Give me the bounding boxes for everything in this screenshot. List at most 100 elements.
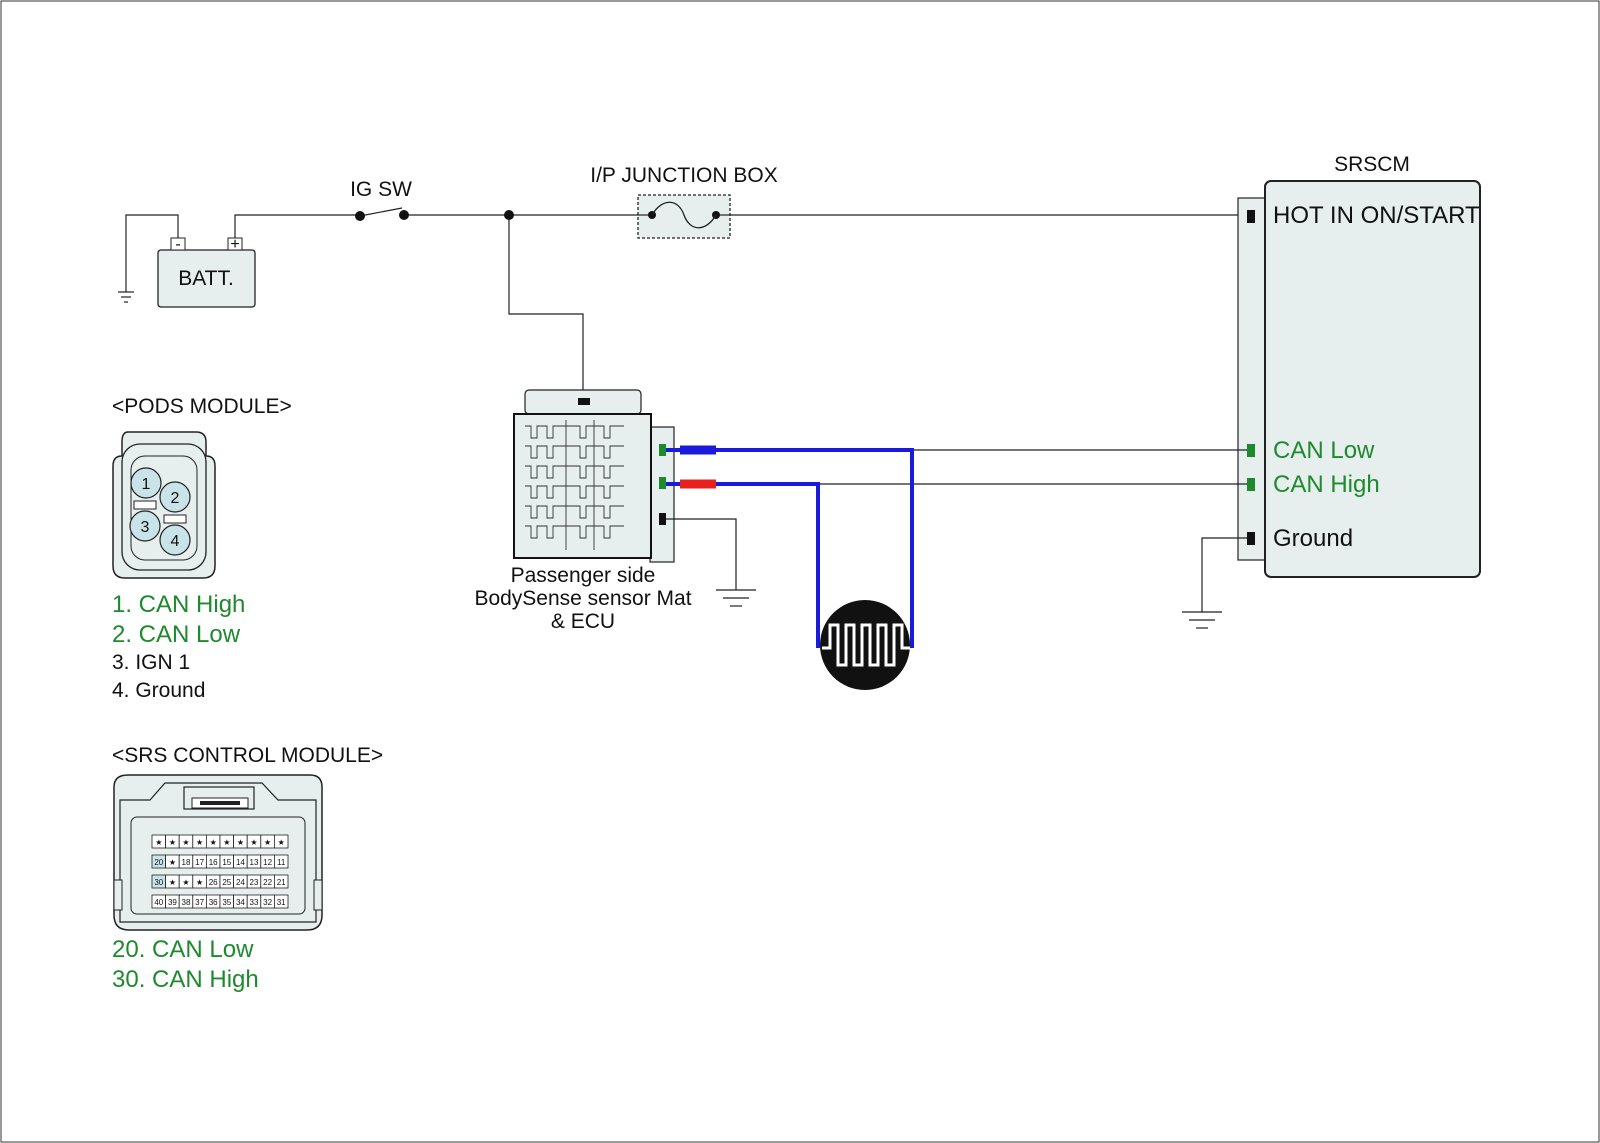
- srs-pin-label: ★: [237, 838, 244, 847]
- srscm-module: SRSCM HOT IN ON/START CAN Low CAN High G…: [1237, 153, 1481, 578]
- srscm-pin-label-can-high: CAN High: [1273, 471, 1380, 498]
- srs-pin-label: 13: [250, 858, 259, 867]
- srscm-pin-label-can-low: CAN Low: [1273, 437, 1375, 464]
- srs-pin-label: 34: [236, 898, 245, 907]
- srs-pin-label: 18: [182, 858, 191, 867]
- srs-pin-label: ★: [155, 838, 162, 847]
- srs-pin-label: 37: [195, 898, 204, 907]
- ip-junction-box: I/P JUNCTION BOX: [590, 164, 778, 239]
- srs-pin-label: 38: [182, 898, 191, 907]
- pin-can-high: [1247, 478, 1255, 491]
- ecu-label-line3: & ECU: [551, 610, 615, 633]
- pin-can-low: [1247, 444, 1255, 457]
- pods-pin-3-label: 3: [141, 519, 150, 536]
- srs-pin-label: 36: [209, 898, 218, 907]
- srs-pin-label: 14: [236, 858, 245, 867]
- fuse-icon: [651, 201, 717, 229]
- srscm-ground-wire: [1182, 537, 1247, 629]
- pods-pin-1: [130, 467, 162, 499]
- battery-ground-wire: [118, 214, 179, 303]
- srs-pin-label: 11: [277, 858, 286, 867]
- srs-pin-label: ★: [169, 878, 176, 887]
- srs-pin-label: ★: [182, 878, 189, 887]
- ecu-label-line1: Passenger side: [511, 564, 656, 587]
- srs-pin-label: 31: [277, 898, 286, 907]
- srscm-label: SRSCM: [1334, 153, 1410, 176]
- srs-pin-label: 12: [263, 858, 272, 867]
- sensor-mat-icon: [820, 600, 910, 690]
- pods-legend-item: 4. Ground: [112, 679, 205, 702]
- sensor-mat-pattern: [525, 420, 624, 550]
- srs-pin-label: 32: [263, 898, 272, 907]
- pods-pin-4-label: 4: [171, 533, 180, 550]
- srscm-pin-label-hot-in: HOT IN ON/START: [1273, 202, 1480, 229]
- srs-pin-label: 33: [250, 898, 259, 907]
- srs-pin-label: 39: [168, 898, 177, 907]
- ecu-can-low-pin: [659, 444, 666, 456]
- srs-pin-label: 24: [236, 878, 245, 887]
- srs-pin-cell: [273, 894, 289, 909]
- battery-minus-label: -: [175, 236, 180, 253]
- pin-hot-in: [1247, 210, 1255, 223]
- power-line: [234, 207, 1250, 399]
- pods-pin-1-label: 1: [142, 476, 151, 493]
- srs-pin-label: ★: [169, 838, 176, 847]
- srs-pin-cell: [273, 854, 289, 869]
- sensor-mat-loop: [666, 445, 914, 648]
- pin-ground: [1247, 532, 1255, 545]
- srs-pin-label: 20: [154, 858, 163, 867]
- srs-legend-item: 20. CAN Low: [112, 936, 254, 963]
- srs-pin-label: ★: [182, 838, 189, 847]
- ecu-ground-wire: [666, 518, 756, 607]
- pods-legend-item: 1. CAN High: [112, 591, 245, 618]
- ecu-ign-pin: [578, 398, 590, 405]
- srs-pin-label: ★: [250, 838, 257, 847]
- can-bus-wires: [716, 449, 1247, 485]
- battery-plus-label: +: [230, 236, 239, 253]
- pods-module-title: <PODS MODULE>: [112, 395, 292, 418]
- srs-module-title: <SRS CONTROL MODULE>: [112, 744, 383, 767]
- srs-pin-cell: [273, 874, 289, 889]
- battery: - + BATT.: [157, 236, 256, 308]
- srs-pin-label: ★: [196, 838, 203, 847]
- srs-pin-label: 15: [222, 858, 231, 867]
- srs-pin-label: ★: [169, 858, 176, 867]
- srs-pin-label: 30: [154, 878, 163, 887]
- srs-pin-label: ★: [278, 838, 285, 847]
- srs-pin-cell: [273, 834, 289, 849]
- srs-pin-label: ★: [210, 838, 217, 847]
- ig-sw-label: IG SW: [350, 178, 412, 201]
- srs-pin-label: ★: [223, 838, 230, 847]
- srscm-pin-label-ground: Ground: [1273, 525, 1353, 552]
- ig-switch: IG SW: [350, 178, 412, 221]
- pods-legend-item: 2. CAN Low: [112, 621, 241, 648]
- pods-legend: 1. CAN High 2. CAN Low 3. IGN 1 4. Groun…: [112, 591, 245, 702]
- pods-legend-item: 3. IGN 1: [112, 651, 190, 674]
- srs-pin-label: ★: [264, 838, 271, 847]
- srs-pin-label: 16: [209, 858, 218, 867]
- pods-pin-4: [159, 524, 191, 556]
- pods-pin-2: [159, 481, 191, 513]
- pods-pin-3: [129, 510, 161, 542]
- junction-box-label: I/P JUNCTION BOX: [590, 164, 777, 187]
- srs-pin-label: 40: [154, 898, 163, 907]
- srs-pin-label: 35: [222, 898, 231, 907]
- srs-pin-label: 22: [263, 878, 272, 887]
- srs-pin-label: 21: [277, 878, 286, 887]
- pods-pin-2-label: 2: [171, 490, 180, 507]
- ecu-ground-pin: [659, 513, 666, 525]
- ecu-can-high-pin: [659, 477, 666, 489]
- srs-pin-label: 23: [250, 878, 259, 887]
- srs-legend-item: 30. CAN High: [112, 966, 259, 993]
- battery-label: BATT.: [178, 267, 234, 290]
- srs-pin-label: 25: [222, 878, 231, 887]
- junction-dot: [504, 210, 514, 220]
- bodysense-ecu: Passenger side BodySense sensor Mat & EC…: [474, 389, 692, 633]
- pods-connector: 1 2 3 4: [112, 431, 216, 579]
- srs-legend: 20. CAN Low 30. CAN High: [112, 936, 259, 993]
- ecu-label-line2: BodySense sensor Mat: [474, 587, 691, 610]
